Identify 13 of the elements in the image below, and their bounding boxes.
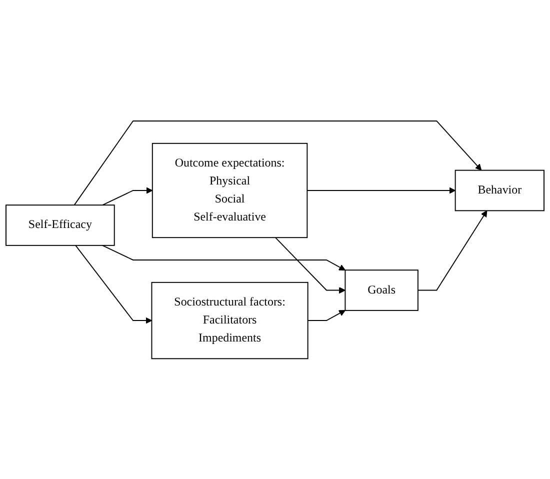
arrow [74,120,482,206]
node-box: Sociostructural factors: Facilitators Impediments [151,282,308,359]
arrow [417,210,488,290]
arrow [102,244,346,270]
arrow [75,244,152,324]
arrow [274,236,346,294]
node-box: Self-Efficacy [6,204,115,246]
node-box: Outcome expectations: Physical Social Self-evaluative [152,142,308,238]
node-box: Behavior [454,170,544,211]
arrow [306,186,456,194]
arrow [102,186,153,206]
node-box: Goals [344,269,418,311]
arrow [307,310,346,321]
